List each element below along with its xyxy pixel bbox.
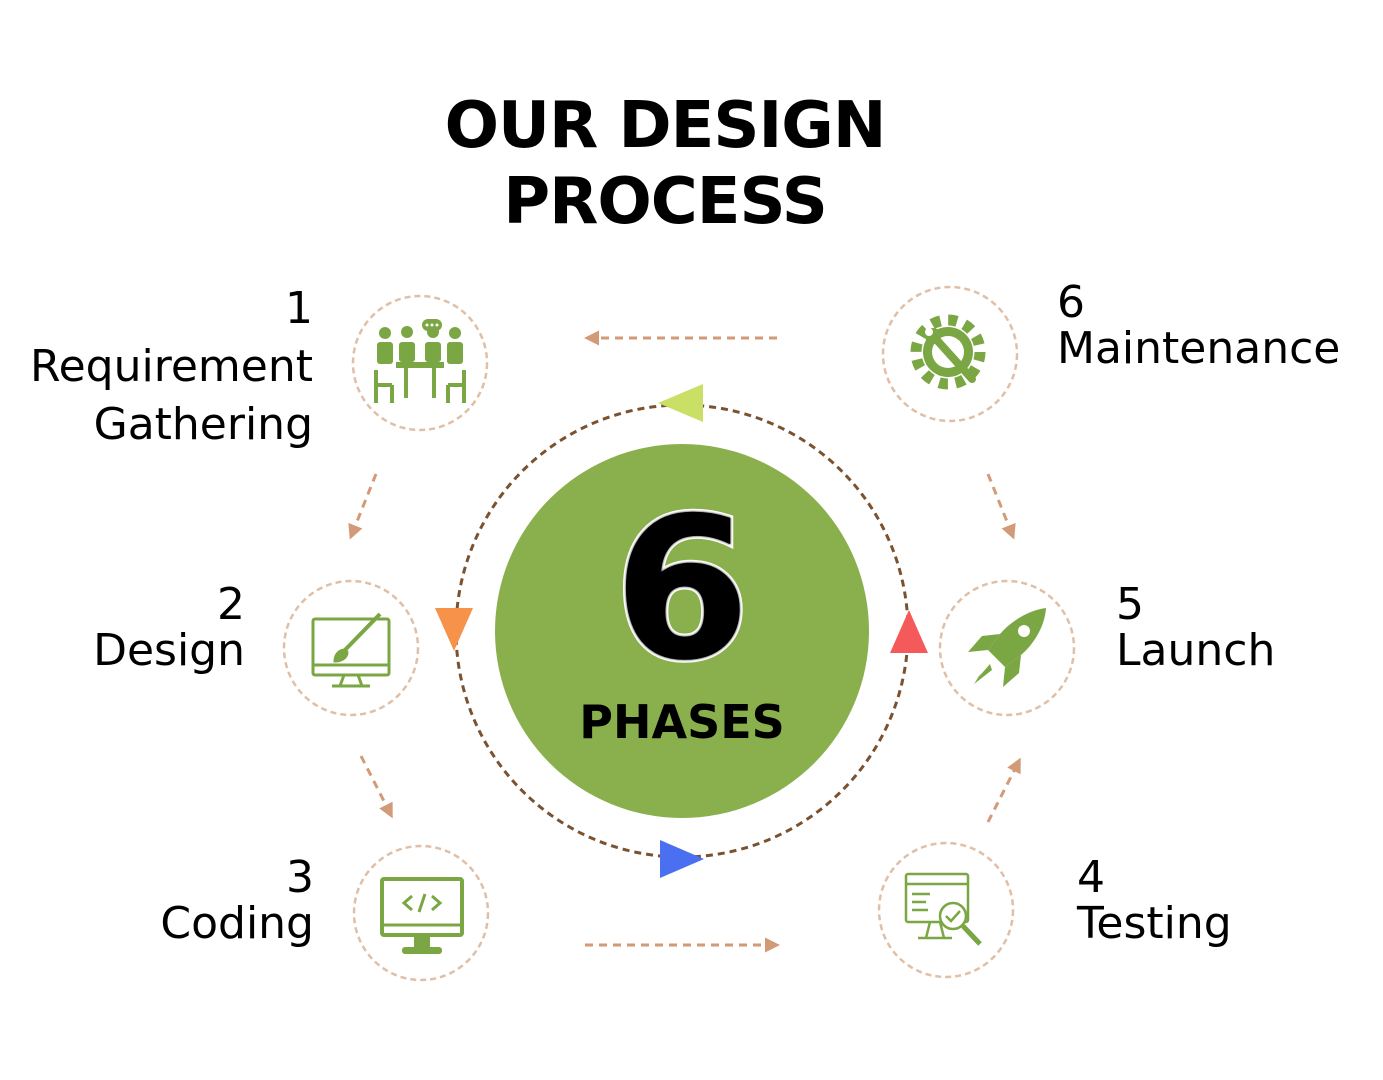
phase-number: 6 (1057, 277, 1085, 328)
phase-coding: 3 Coding (100, 855, 314, 947)
icon-circle-4 (877, 841, 1015, 979)
phase-name: Maintenance (1057, 323, 1341, 374)
phase-name: Testing (1077, 898, 1232, 949)
center-phase-count: 6 (611, 476, 753, 704)
connector-arrow-2-to-3 (359, 755, 393, 819)
phase-number: 4 (1077, 852, 1105, 903)
ring-marker-orange (435, 608, 473, 651)
connector-arrow-6-to-5 (986, 473, 1016, 540)
connector-arrow-1-to-2 (348, 473, 378, 540)
icon-circle-1 (351, 294, 489, 432)
team-meeting-icon (374, 319, 466, 403)
title-line-1: OUR DESIGN (444, 89, 887, 163)
phase-number: 2 (217, 579, 245, 630)
phase-testing: 4 Testing (1077, 855, 1337, 947)
phase-maintenance: 6 Maintenance (1057, 280, 1377, 372)
icon-circle-5 (938, 579, 1076, 717)
monitor-paintbrush-icon (311, 612, 391, 688)
title-line-2: PROCESS (503, 165, 828, 239)
ring-marker-lime (658, 384, 703, 422)
code-monitor-icon (380, 877, 464, 954)
icon-circle-2 (282, 579, 420, 717)
center-phase-label: PHASES (579, 695, 785, 749)
monitor-magnifier-check-icon (904, 872, 982, 946)
phase-number: 3 (286, 852, 314, 903)
phase-launch: 5 Launch (1116, 582, 1336, 674)
phase-name: Requirement Gathering (30, 341, 313, 450)
ring-marker-blue (660, 840, 704, 878)
icon-circle-3 (352, 844, 490, 982)
icon-circle-6 (881, 285, 1019, 423)
connector-arrow-4-to-5 (986, 757, 1021, 823)
phase-number: 1 (285, 283, 313, 334)
center-circle (495, 444, 869, 818)
phase-name: Launch (1116, 625, 1276, 676)
rocket-icon (968, 608, 1046, 687)
gear-wrench-icon (910, 314, 986, 390)
phase-name: Design (93, 625, 245, 676)
page-title: OUR DESIGN PROCESS (340, 88, 990, 240)
phase-design: 2 Design (40, 582, 245, 674)
phase-number: 5 (1116, 579, 1144, 630)
phase-requirement-gathering: 1 Requirement Gathering (10, 280, 313, 454)
phase-name: Coding (160, 898, 314, 949)
ring-marker-red (890, 610, 928, 653)
